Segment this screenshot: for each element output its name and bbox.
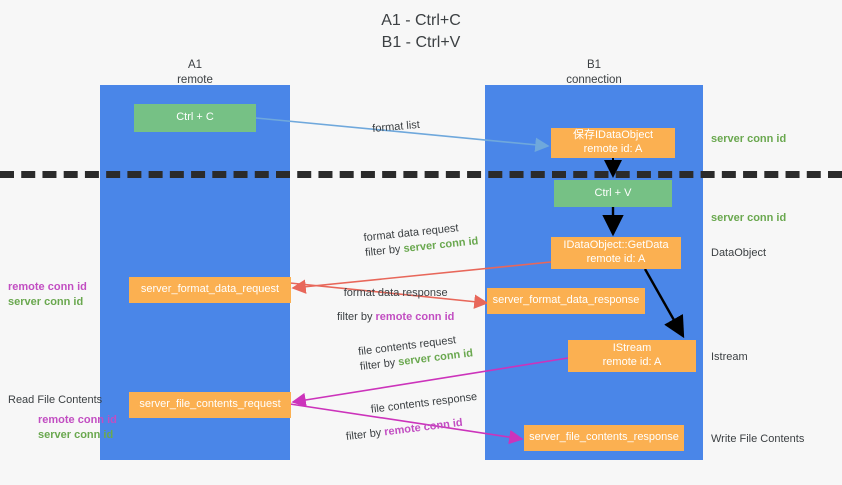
box-ctrl-c[interactable]: Ctrl + C [134,104,256,132]
left-label-remote-conn-id-2: remote conn id [38,413,117,426]
box-server-file-contents-request[interactable]: server_file_contents_request [129,392,291,418]
title-line-2: B1 - Ctrl+V [381,33,461,51]
left-label-server-conn-id-2: server conn id [38,428,114,441]
box-server-file-contents-request-label: server_file_contents_request [139,398,281,411]
page-title: A1 - Ctrl+C B1 - Ctrl+V [0,10,842,53]
box-istream-label: IStream [612,342,652,355]
arrow-format-data-response [289,282,489,309]
arrow-format-data-request [291,261,552,294]
right-label-write-file-contents: Write File Contents [711,433,805,445]
column-header-a1-name: A1 [187,59,203,71]
box-idataobject-getdata-label: IDataObject::GetData [563,239,669,252]
title-line-1: A1 - Ctrl+C [381,12,461,29]
left-label-server-conn-id-1: server conn id [8,295,84,308]
accent-remote-conn-id: remote conn id [375,310,455,323]
box-istream[interactable]: IStream remote id: A [568,340,696,372]
label-format-data-response-line1: format data response [343,287,448,299]
arrow-file-contents-request [291,357,569,408]
column-header-b1: B1 connection [485,58,703,88]
arrow-getdata-to-istream [643,268,685,339]
arrow-format-list [255,117,550,152]
box-ctrl-c-label: Ctrl + C [176,111,214,124]
box-server-format-data-request[interactable]: server_format_data_request [129,277,291,303]
column-header-b1-name: B1 [586,59,602,71]
left-label-group-format: remote conn id server conn id [8,280,96,310]
right-label-server-conn-id-mid: server conn id [711,212,787,224]
phase-separator [0,171,842,178]
box-server-format-data-response-label: server_format_data_response [492,294,640,307]
box-ctrl-v-label: Ctrl + V [594,186,632,199]
right-label-dataobject: DataObject [711,247,767,259]
box-server-format-data-request-label: server_format_data_request [140,283,280,296]
box-idataobject-getdata-sublabel: remote id: A [586,253,646,265]
left-label-read-file-contents: Read File Contents [8,394,103,406]
box-save-idataobject-sublabel: remote id: A [583,143,643,155]
column-header-a1: A1 remote [100,58,290,88]
box-server-file-contents-response-label: server_file_contents_response [529,431,679,444]
arrow-file-contents-response [289,403,524,445]
left-label-group-file: Read File Contents remote conn id server… [8,393,117,443]
label-format-data-response-line2: filter by remote conn id [337,310,455,323]
box-server-format-data-response[interactable]: server_format_data_response [487,288,645,314]
box-istream-sublabel: remote id: A [602,356,662,368]
right-label-server-conn-id-top: server conn id [711,133,787,145]
box-save-idataobject[interactable]: 保存IDataObject remote id: A [551,128,675,158]
label-format-data-response: format data response filter by remote co… [337,286,454,325]
box-save-idataobject-label: 保存IDataObject [572,129,654,142]
box-server-file-contents-response[interactable]: server_file_contents_response [524,425,684,451]
box-idataobject-getdata[interactable]: IDataObject::GetData remote id: A [551,237,681,269]
left-label-remote-conn-id-1: remote conn id [8,281,87,293]
column-header-b1-subtitle: connection [566,73,622,86]
column-header-a1-subtitle: remote [177,73,213,86]
box-ctrl-v[interactable]: Ctrl + V [554,180,672,207]
right-label-istream: Istream [711,351,748,363]
